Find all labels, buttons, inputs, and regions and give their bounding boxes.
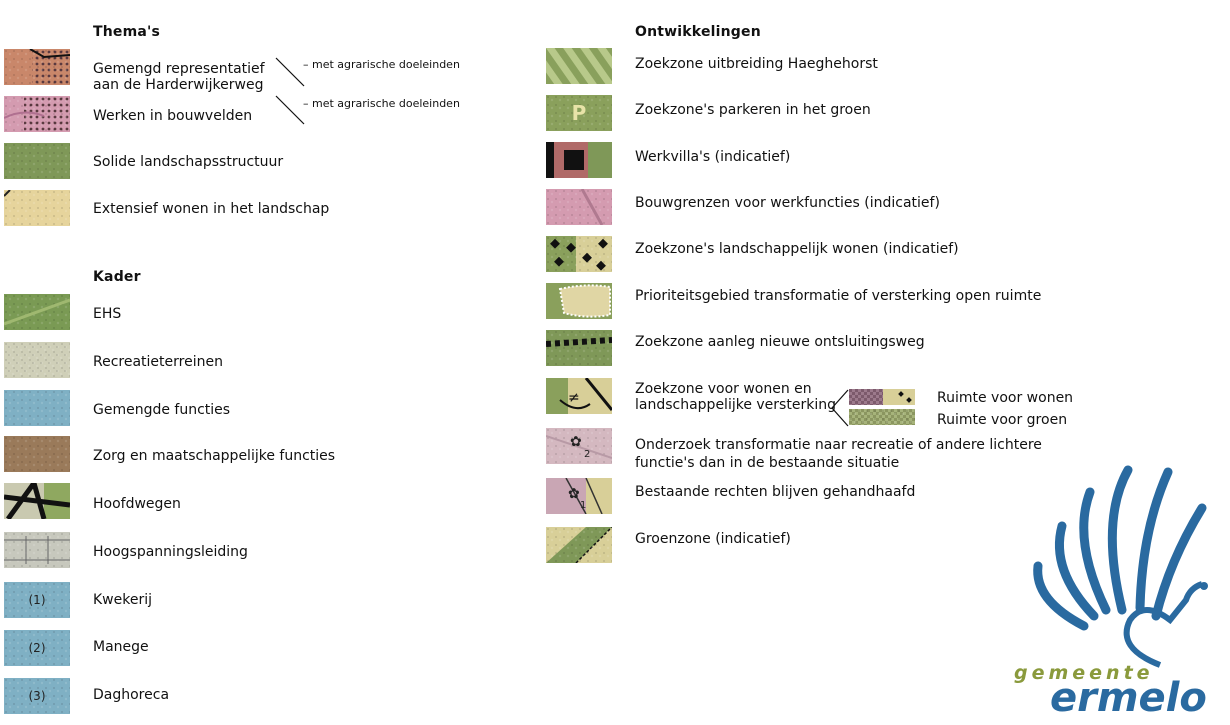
swatch-werkvillas: [546, 142, 612, 178]
themas-item-label: Extensief wonen in het landschap: [93, 201, 330, 217]
swatch-prioriteitsgebied: [546, 283, 612, 319]
swatch-ruimte-voor-wonen: [849, 389, 915, 405]
swatch-bestaande-rechten: ✿ 1: [546, 478, 612, 514]
swatch-ontsluitingsweg: [546, 330, 612, 366]
themas-item-label: Solide landschapsstructuur: [93, 154, 284, 170]
themas-item-label: Werken in bouwvelden: [93, 108, 253, 124]
swatch-wonen-versterking: ≠: [546, 378, 612, 414]
peacock-logo-icon: [1033, 465, 1208, 668]
marker-number: 1: [580, 500, 587, 511]
swatch-hoofdwegen: [4, 483, 70, 519]
swatch-manege: (2): [4, 630, 70, 666]
swatch-kwekerij: (1): [4, 582, 70, 618]
marker-number: 2: [584, 449, 591, 460]
ontw-item-label: Zoekzone's parkeren in het groen: [635, 102, 871, 118]
svg-text:≠: ≠: [568, 390, 580, 406]
ontw-item-label: Zoekzone aanleg nieuwe ontsluitingsweg: [635, 334, 925, 350]
logo-text-ermelo: ermelo: [1050, 675, 1207, 721]
swatch-zoekzone-haeghehorst: [546, 48, 612, 84]
kader-item-label: Kwekerij: [93, 592, 153, 608]
swatch-hoogspanningsleiding: [4, 532, 70, 568]
marker-number: (2): [28, 641, 46, 655]
swatch-gemengde-functies: [4, 390, 70, 426]
themas-item-label: Gemengd representatief aan de Harderwijk…: [93, 61, 265, 93]
swatch-gemengd-representatief: [4, 49, 70, 85]
bracket-line-icon: [275, 57, 305, 125]
ontw-item-label: Prioriteitsgebied transformatie of verst…: [635, 288, 1042, 304]
svg-text:✿: ✿: [568, 486, 580, 502]
swatch-groenzone: [546, 527, 612, 563]
marker-number: (1): [28, 593, 46, 607]
swatch-ruimte-voor-groen: [849, 409, 915, 425]
parking-p-icon: P: [571, 101, 587, 125]
ontw-item-label: Zoekzone voor wonen en landschappelijke …: [635, 381, 836, 413]
sub-label-wonen: Ruimte voor wonen: [937, 390, 1074, 406]
ontw-item-label: Bouwgrenzen voor werkfuncties (indicatie…: [635, 195, 940, 211]
agrarisch-note: – met agrarische doeleinden: [303, 58, 460, 71]
ontw-item-label: Werkvilla's (indicatief): [635, 149, 791, 165]
ontw-item-label: Onderzoek transformatie naar recreatie o…: [635, 437, 1042, 471]
ontw-item-label: Zoekzone's landschappelijk wonen (indica…: [635, 241, 959, 257]
kader-heading: Kader: [93, 269, 141, 285]
kader-item-label: Daghoreca: [93, 687, 170, 703]
swatch-solide-landschapsstructuur: [4, 143, 70, 179]
marker-number: (3): [28, 689, 46, 703]
ontwikkelingen-heading: Ontwikkelingen: [635, 24, 761, 40]
ontw-item-label: Zoekzone uitbreiding Haeghehorst: [635, 56, 878, 72]
swatch-zorg-functies: [4, 436, 70, 472]
kader-item-label: Hoogspanningsleiding: [93, 544, 248, 560]
swatch-werken-in-bouwvelden: [4, 96, 70, 132]
ontw-item-label: Groenzone (indicatief): [635, 531, 791, 547]
swatch-ehs: [4, 294, 70, 330]
kader-item-label: Recreatieterreinen: [93, 354, 223, 370]
kader-item-label: EHS: [93, 306, 122, 322]
swatch-parkeren-in-groen: P: [546, 95, 612, 131]
kader-item-label: Zorg en maatschappelijke functies: [93, 448, 336, 464]
kader-item-label: Hoofdwegen: [93, 496, 181, 512]
agrarisch-note: – met agrarische doeleinden: [303, 97, 460, 110]
logo-text-gemeente: gemeente: [1014, 662, 1154, 684]
svg-text:✿: ✿: [570, 434, 582, 450]
kader-item-label: Gemengde functies: [93, 402, 231, 418]
sub-label-groen: Ruimte voor groen: [937, 412, 1068, 428]
themas-heading: Thema's: [93, 24, 161, 40]
swatch-onderzoek-transformatie: ✿ 2: [546, 428, 612, 464]
swatch-landschappelijk-wonen: [546, 236, 612, 272]
swatch-recreatieterreinen: [4, 342, 70, 378]
swatch-bouwgrenzen: [546, 189, 612, 225]
kader-item-label: Manege: [93, 639, 149, 655]
swatch-extensief-wonen: [4, 190, 70, 226]
swatch-daghoreca: (3): [4, 678, 70, 714]
brace-icon: [831, 389, 849, 427]
ontw-item-label: Bestaande rechten blijven gehandhaafd: [635, 484, 916, 500]
